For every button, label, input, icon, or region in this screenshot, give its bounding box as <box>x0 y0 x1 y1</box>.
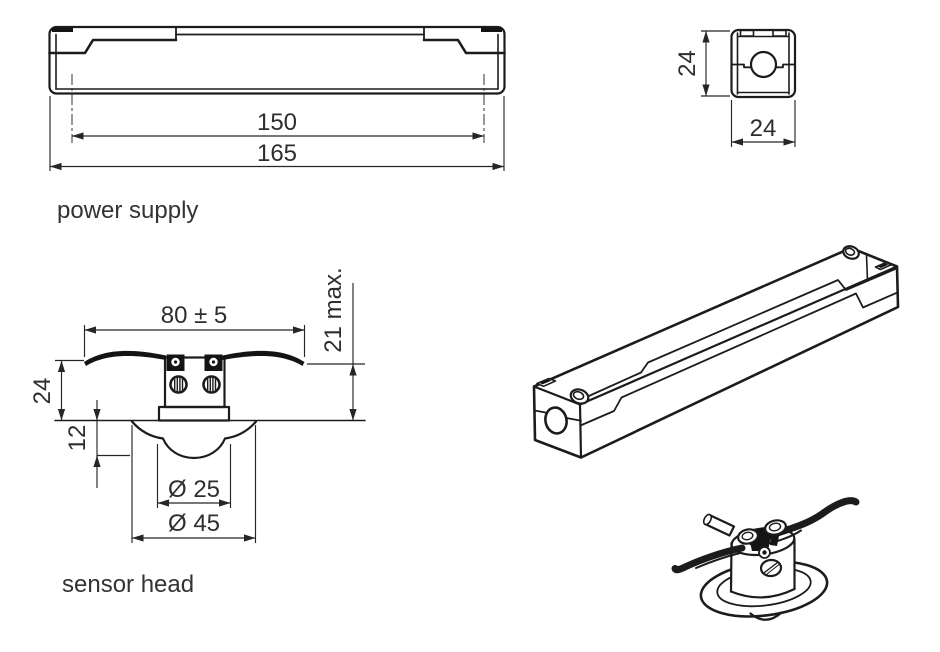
power-supply-side-outline <box>48 25 506 95</box>
dim-label-recess-depth: 21 max. <box>320 267 347 352</box>
mounting-centerlines <box>71 74 485 143</box>
dimension-end-width-24: 24 <box>730 100 796 147</box>
dim-label-trim-diameter: Ø 45 <box>168 510 220 537</box>
clip-slot-left <box>739 29 755 37</box>
clip-right <box>481 27 502 32</box>
dimension-body-height: 24 <box>29 359 84 421</box>
dim-label-lens-protrusion: 12 <box>64 425 91 452</box>
wing-left <box>84 350 166 366</box>
dim-label-body-height: 24 <box>29 378 56 405</box>
iso-screw-far <box>842 245 860 260</box>
iso-ps-silhouette <box>532 246 900 459</box>
iso-clip-far <box>874 261 892 271</box>
dim-label-end-width: 24 <box>750 115 777 142</box>
dimension-trim-diameter: Ø 45 <box>131 425 257 543</box>
clip-slot-right <box>772 29 787 37</box>
iso-ps-end-face <box>533 406 582 435</box>
dimension-lens-diameter: Ø 25 <box>156 444 232 508</box>
iso-cable-stub <box>702 513 736 537</box>
dimension-165: 165 <box>49 96 505 171</box>
sensor-head-label: sensor head <box>62 571 194 598</box>
cable-hole <box>749 50 778 79</box>
dimension-lens-protrusion: 12 <box>64 400 130 488</box>
dim-label-end-height: 24 <box>674 50 701 77</box>
clip-left <box>52 27 73 32</box>
iso-screw-boss-left <box>737 528 759 545</box>
dim-label-165: 165 <box>257 140 297 167</box>
sensor-head-iso-view <box>671 497 860 621</box>
dim-label-150: 150 <box>257 109 297 136</box>
dimension-end-height-24: 24 <box>674 30 730 97</box>
iso-side-hole <box>759 558 783 578</box>
power-supply-end-outline <box>730 28 797 99</box>
iso-lens-dome <box>749 611 783 621</box>
wing-clamp-right <box>204 354 223 371</box>
power-supply-end-view: 24 24 <box>674 28 797 147</box>
trim-dish-and-lens <box>130 420 258 460</box>
iso-wing-left <box>671 544 746 574</box>
iso-clip-near <box>536 377 557 388</box>
dimension-150: 150 <box>72 109 484 140</box>
iso-screw-boss-right <box>764 519 787 536</box>
sensor-head-front-view: 80 ± 5 21 max. 24 12 Ø 25 <box>29 267 366 598</box>
power-supply-label: power supply <box>57 197 198 224</box>
dimension-wing-span: 80 ± 5 <box>83 302 306 357</box>
dim-label-wing-span: 80 ± 5 <box>161 302 228 329</box>
iso-ps-edges <box>532 254 899 459</box>
sensor-head-outline <box>84 350 305 460</box>
wing-right <box>222 350 305 366</box>
dimension-recess-depth: 21 max. <box>307 267 365 421</box>
dim-label-lens-diameter: Ø 25 <box>168 476 220 503</box>
iso-screw-near <box>569 388 590 405</box>
power-supply-side-view: 150 165 power supply <box>48 25 506 224</box>
terminal-screw-right <box>202 375 221 394</box>
wing-clamp-left <box>166 354 185 371</box>
terminal-screw-left <box>169 375 188 394</box>
power-supply-iso-view <box>532 245 900 459</box>
